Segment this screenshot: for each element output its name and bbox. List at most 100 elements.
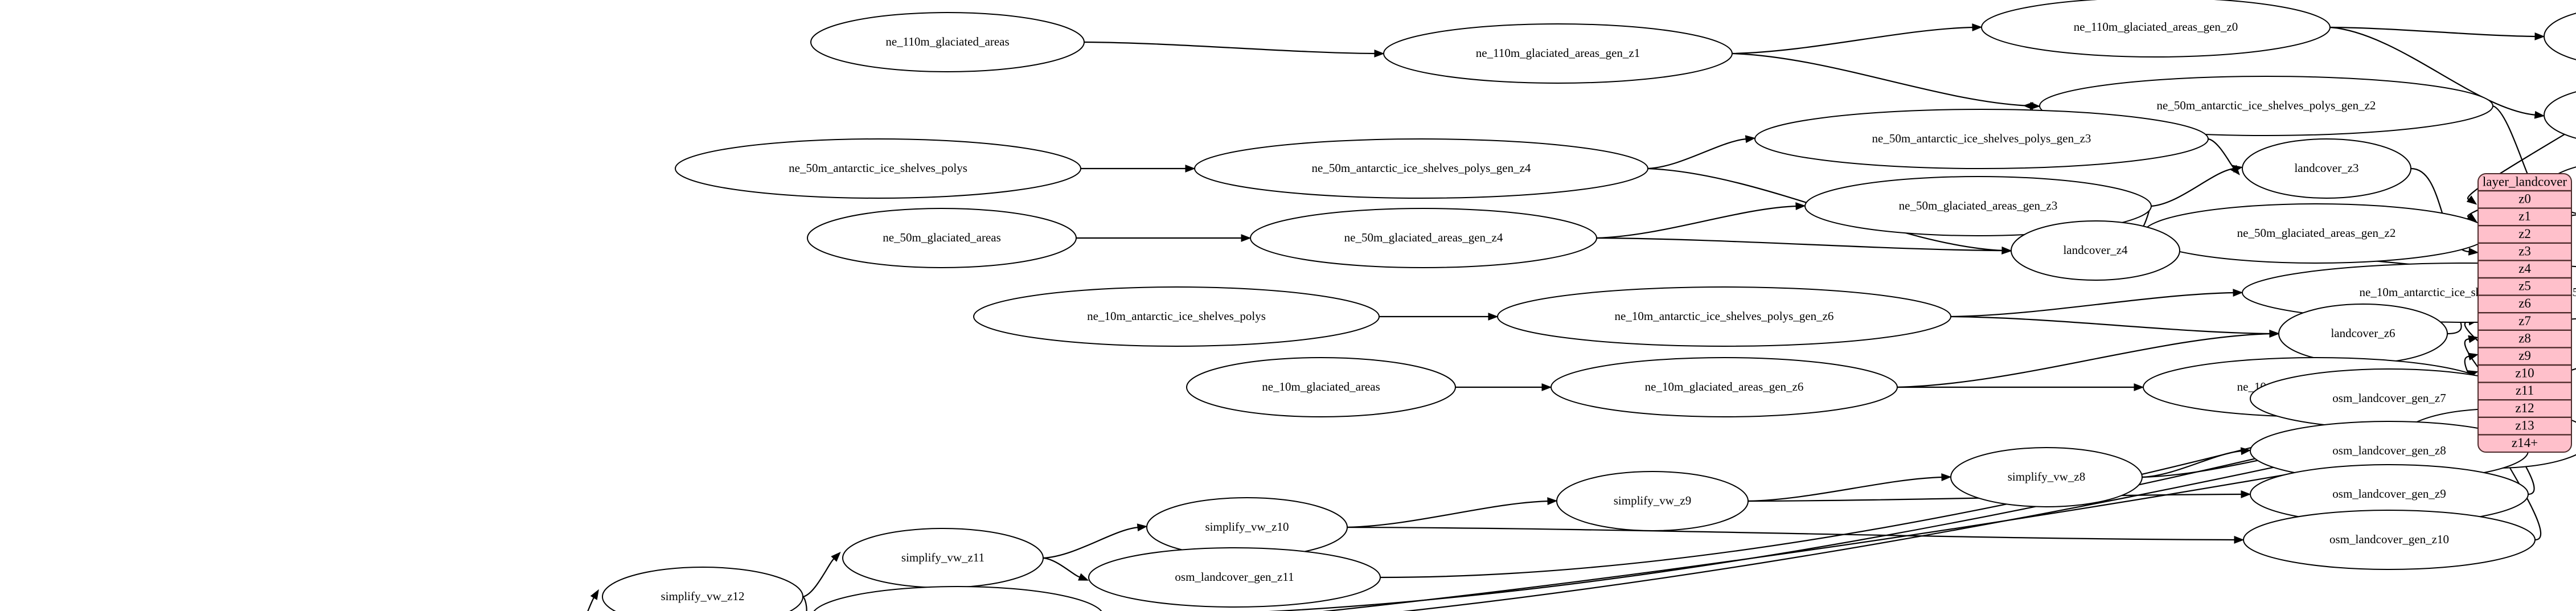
node-ellipse[interactable] bbox=[1981, 0, 2331, 58]
node-ellipse[interactable] bbox=[1250, 208, 1597, 268]
graph-node-simplify_vw_z9[interactable]: simplify_vw_z9 bbox=[1556, 471, 1749, 531]
graph-node-ne_50m_glaciated_areas_gen_z2[interactable]: ne_50m_glaciated_areas_gen_z2 bbox=[2143, 203, 2490, 264]
node-label: ne_10m_antarctic_ice_shelves_polys bbox=[1087, 309, 1266, 323]
table-row-z0[interactable]: z0 bbox=[2518, 192, 2531, 206]
edge-n34-to-n35 bbox=[802, 596, 807, 611]
node-ellipse[interactable] bbox=[1383, 23, 1733, 84]
node-label: simplify_vw_z12 bbox=[661, 589, 745, 603]
node-label: ne_110m_glaciated_areas_gen_z1 bbox=[1476, 46, 1640, 60]
layer-landcover-table[interactable]: layer_landcoverz0z1z2z3z4z5z6z7z8z9z10z1… bbox=[2477, 173, 2572, 453]
graph-node-osm_landcover_gen_z10[interactable]: osm_landcover_gen_z10 bbox=[2243, 510, 2536, 570]
node-ellipse[interactable] bbox=[1950, 447, 2143, 507]
node-ellipse[interactable] bbox=[807, 208, 1077, 268]
graph-node-ne_50m_glaciated_areas_gen_z4[interactable]: ne_50m_glaciated_areas_gen_z4 bbox=[1250, 208, 1597, 268]
node-ellipse[interactable] bbox=[973, 286, 1380, 347]
graph-node-ne_50m_antarctic_ice_shelves_polys[interactable]: ne_50m_antarctic_ice_shelves_polys bbox=[675, 138, 1081, 199]
graph-node-ne_10m_glaciated_areas[interactable]: ne_10m_glaciated_areas bbox=[1186, 357, 1456, 417]
edge-n14-to-n11 bbox=[1596, 205, 1798, 239]
node-ellipse[interactable] bbox=[2242, 138, 2411, 199]
node-label: simplify_vw_z8 bbox=[2008, 470, 2086, 483]
node-ellipse[interactable] bbox=[2544, 85, 2576, 145]
graph-node-ne_50m_antarctic_ice_shelves_polys_gen_z4[interactable]: ne_50m_antarctic_ice_shelves_polys_gen_z… bbox=[1194, 138, 1648, 199]
graph-node-landcover_z1[interactable]: landcover_z1 bbox=[2544, 85, 2576, 145]
edge-arrowhead bbox=[2134, 383, 2144, 391]
table-row-z14+[interactable]: z14+ bbox=[2512, 436, 2538, 450]
graph-node-ne_50m_glaciated_areas[interactable]: ne_50m_glaciated_areas bbox=[807, 208, 1077, 268]
graph-node-ne_10m_antarctic_ice_shelves_polys[interactable]: ne_10m_antarctic_ice_shelves_polys bbox=[973, 286, 1380, 347]
table-row-z8[interactable]: z8 bbox=[2518, 331, 2531, 345]
edge-n30-to-n29 bbox=[1347, 500, 1549, 528]
graph-node-osm_landcover_gen_z12[interactable]: osm_landcover_gen_z12 bbox=[812, 586, 1104, 611]
edge-arrowhead bbox=[2468, 247, 2479, 256]
node-ellipse[interactable] bbox=[812, 586, 1104, 611]
graph-node-landcover_z6[interactable]: landcover_z6 bbox=[2278, 304, 2448, 364]
node-label: ne_50m_glaciated_areas_gen_z3 bbox=[1899, 199, 2058, 212]
node-ellipse[interactable] bbox=[2544, 7, 2576, 66]
edge-n2-to-n3 bbox=[2329, 26, 2537, 38]
node-ellipse[interactable] bbox=[1754, 109, 2209, 169]
table-row-z11[interactable]: z11 bbox=[2516, 383, 2534, 397]
edge-n1-to-n5 bbox=[1732, 52, 2032, 107]
table-row-z12[interactable]: z12 bbox=[2515, 401, 2534, 415]
node-ellipse[interactable] bbox=[1088, 547, 1381, 608]
node-label: ne_10m_glaciated_areas_gen_z6 bbox=[1645, 380, 1804, 393]
node-ellipse[interactable] bbox=[2011, 220, 2180, 281]
graph-node-ne_10m_glaciated_areas_gen_z6[interactable]: ne_10m_glaciated_areas_gen_z6 bbox=[1550, 357, 1898, 417]
table-row-z1[interactable]: z1 bbox=[2518, 209, 2531, 223]
node-label: landcover_z6 bbox=[2331, 326, 2395, 340]
table-row-z13[interactable]: z13 bbox=[2515, 418, 2534, 432]
node-ellipse[interactable] bbox=[1804, 176, 2152, 236]
edge-arrowhead bbox=[2534, 110, 2545, 119]
edge-n7-to-n8 bbox=[1647, 138, 1748, 170]
edge-n32-to-n30 bbox=[1043, 526, 1139, 559]
table-row-z6[interactable]: z6 bbox=[2518, 296, 2531, 310]
graph-node-simplify_vw_z12[interactable]: simplify_vw_z12 bbox=[602, 567, 803, 611]
graph-node-ne_10m_antarctic_ice_shelves_polys_gen_z6[interactable]: ne_10m_antarctic_ice_shelves_polys_gen_z… bbox=[1497, 286, 1951, 347]
table-row-z7[interactable]: z7 bbox=[2518, 314, 2531, 328]
edge-n4-to-table.z1 bbox=[2467, 171, 2576, 218]
graph-node-ne_50m_glaciated_areas_gen_z3[interactable]: ne_50m_glaciated_areas_gen_z3 bbox=[1804, 176, 2152, 236]
graph-node-landcover_z0[interactable]: landcover_z0 bbox=[2544, 7, 2576, 66]
node-label: osm_landcover_gen_z12 bbox=[898, 609, 1018, 611]
node-ellipse[interactable] bbox=[602, 567, 803, 611]
edge-n30-to-n31 bbox=[1347, 526, 2236, 541]
node-ellipse[interactable] bbox=[675, 138, 1081, 199]
graph-node-ne_110m_glaciated_areas[interactable]: ne_110m_glaciated_areas bbox=[810, 12, 1085, 72]
node-ellipse[interactable] bbox=[2243, 510, 2536, 570]
table-row-z10[interactable]: z10 bbox=[2515, 366, 2534, 380]
edge-arrowhead bbox=[1745, 135, 1756, 143]
graph-node-landcover_z4[interactable]: landcover_z4 bbox=[2011, 220, 2180, 281]
edge-arrowhead bbox=[1795, 202, 1806, 211]
node-ellipse[interactable] bbox=[1186, 357, 1456, 417]
node-ellipse[interactable] bbox=[1497, 286, 1951, 347]
graph-node-ne_50m_antarctic_ice_shelves_polys_gen_z3[interactable]: ne_50m_antarctic_ice_shelves_polys_gen_z… bbox=[1754, 109, 2209, 169]
node-label: osm_landcover_gen_z7 bbox=[2332, 391, 2446, 405]
table-row-z4[interactable]: z4 bbox=[2518, 261, 2531, 276]
edge-n0-to-n1 bbox=[1084, 41, 1376, 55]
table-row-z2[interactable]: z2 bbox=[2518, 227, 2531, 241]
node-label: ne_50m_glaciated_areas_gen_z2 bbox=[2237, 226, 2396, 240]
edge-arrowhead bbox=[1241, 234, 1252, 242]
graph-node-simplify_vw_z8[interactable]: simplify_vw_z8 bbox=[1950, 447, 2143, 507]
graph-node-ne_110m_glaciated_areas_gen_z1[interactable]: ne_110m_glaciated_areas_gen_z1 bbox=[1383, 23, 1733, 84]
node-label: osm_landcover_gen_z8 bbox=[2332, 444, 2446, 457]
graph-node-landcover_z3[interactable]: landcover_z3 bbox=[2242, 138, 2411, 199]
node-label: landcover_z4 bbox=[2063, 243, 2128, 257]
node-ellipse[interactable] bbox=[1550, 357, 1898, 417]
node-ellipse[interactable] bbox=[810, 12, 1085, 72]
node-ellipse[interactable] bbox=[1194, 138, 1648, 199]
graph-node-ne_110m_glaciated_areas_gen_z0[interactable]: ne_110m_glaciated_areas_gen_z0 bbox=[1981, 0, 2331, 58]
edge-arrowhead bbox=[2241, 490, 2251, 498]
table-row-z3[interactable]: z3 bbox=[2518, 244, 2531, 258]
edge-n29-to-n27 bbox=[1748, 476, 1943, 502]
graph-node-osm_landcover_gen_z9[interactable]: osm_landcover_gen_z9 bbox=[2250, 464, 2529, 524]
table-row-z5[interactable]: z5 bbox=[2518, 279, 2531, 293]
node-label: ne_110m_glaciated_areas bbox=[885, 35, 1009, 48]
node-ellipse[interactable] bbox=[1556, 471, 1749, 531]
graph-node-simplify_vw_z11[interactable]: simplify_vw_z11 bbox=[842, 528, 1044, 588]
graph-node-osm_landcover_gen_z11[interactable]: osm_landcover_gen_z11 bbox=[1088, 547, 1381, 608]
edge-arrowhead bbox=[1972, 23, 1983, 31]
node-label: osm_landcover_gen_z10 bbox=[2329, 532, 2449, 546]
table-row-z9[interactable]: z9 bbox=[2518, 348, 2531, 363]
